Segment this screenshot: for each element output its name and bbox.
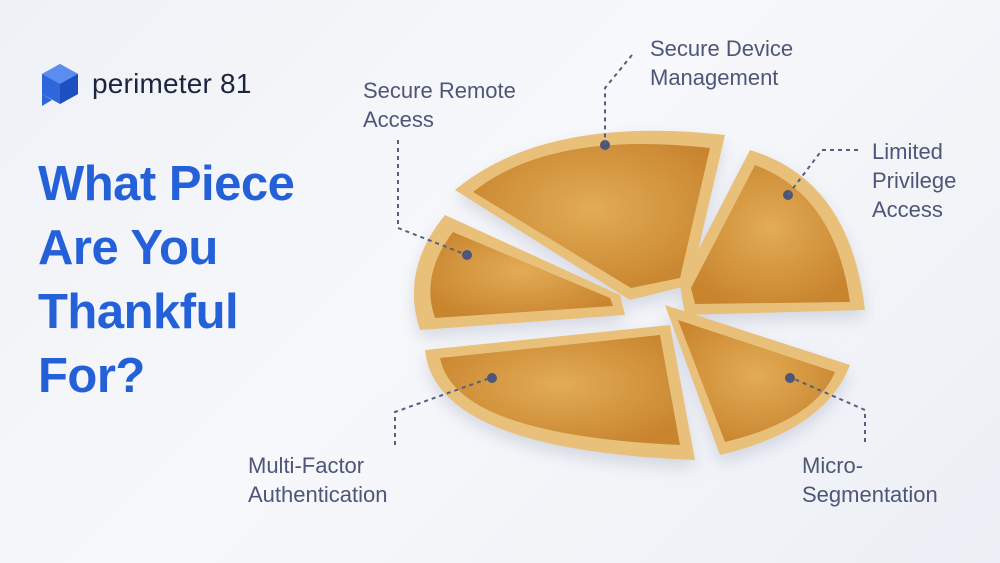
pie-slice [473,143,710,288]
label-line: Limited [872,139,943,164]
pumpkin-pie-image [413,130,865,460]
headline: What Piece Are You Thankful For? [38,152,295,408]
headline-line: Are You [38,221,218,275]
marker-dot [600,140,610,150]
pie-slice [691,165,850,304]
label-micro-segmentation: Micro- Segmentation [802,451,938,509]
headline-line: Thankful [38,285,239,339]
pie-slice [430,232,613,318]
label-multi-factor-authentication: Multi-Factor Authentication [248,451,387,509]
brand-name: perimeter 81 [92,68,252,99]
label-line: Micro- [802,453,864,478]
label-line: Secure Device [650,36,794,61]
label-line: Privilege [872,168,957,193]
marker-dot [462,250,472,260]
label-secure-device-management: Secure Device Management [650,34,793,92]
marker-dot [785,373,795,383]
label-line: Access [872,197,943,222]
headline-line: For? [38,349,145,403]
label-line: Access [363,107,434,132]
label-line: Segmentation [802,482,938,507]
perimeter81-cube-logo-icon [42,64,78,106]
label-line: Multi-Factor [248,453,365,478]
label-line: Secure Remote [363,78,516,103]
label-secure-remote-access: Secure Remote Access [363,76,516,134]
brand: perimeter 81 [40,62,252,106]
marker-dot [783,190,793,200]
label-line: Authentication [248,482,388,507]
label-limited-privilege-access: Limited Privilege Access [872,137,956,224]
marker-dot [487,373,497,383]
label-line: Management [650,65,779,90]
headline-line: What Piece [38,157,295,211]
pie-slice [440,335,680,445]
